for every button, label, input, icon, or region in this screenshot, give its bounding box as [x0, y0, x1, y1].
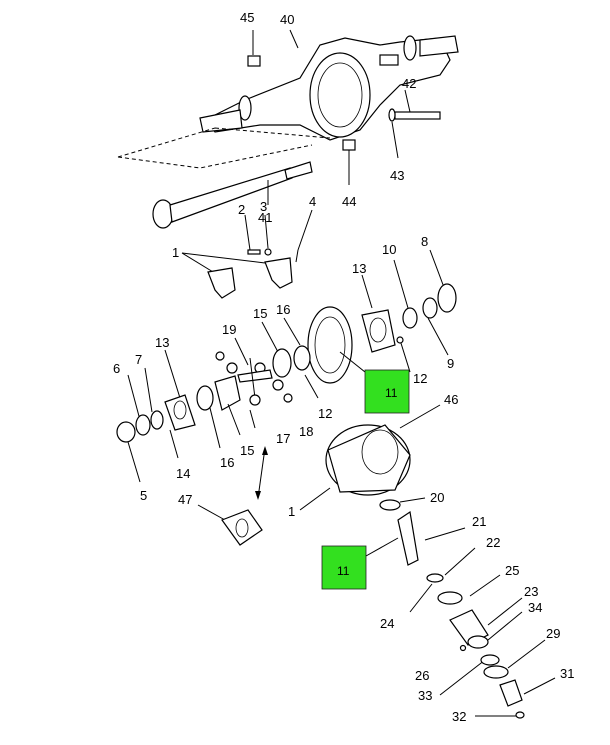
- callout-26: 26: [415, 668, 429, 683]
- axle-housing: [199, 35, 459, 141]
- right-bearing-group: [361, 249, 457, 373]
- pinion-stack: [379, 497, 556, 719]
- hotspot-pinion[interactable]: 11: [321, 545, 367, 590]
- carrier-case: [299, 404, 441, 511]
- callout-20: 20: [430, 490, 444, 505]
- callout-22: 22: [486, 535, 500, 550]
- callout-43: 43: [390, 168, 404, 183]
- callout-46: 46: [444, 392, 458, 407]
- callout-41: 41: [258, 210, 272, 225]
- diff-gears-upper: [215, 317, 319, 406]
- callout-33: 33: [418, 688, 432, 703]
- callout-1b: 1: [288, 504, 295, 519]
- hotspot-label: 11: [385, 386, 398, 400]
- callout-13a: 13: [352, 261, 366, 276]
- callout-15a: 15: [253, 306, 267, 321]
- callout-7: 7: [135, 352, 142, 367]
- part-3: [264, 248, 272, 256]
- callout-2: 2: [238, 202, 245, 217]
- callout-10: 10: [382, 242, 396, 257]
- callout-13b: 13: [155, 335, 169, 350]
- callout-12b: 12: [318, 406, 332, 421]
- hotspot-box[interactable]: [321, 545, 367, 590]
- callout-4: 4: [309, 194, 316, 209]
- callout-6: 6: [113, 361, 120, 376]
- callout-8: 8: [421, 234, 428, 249]
- callout-29: 29: [546, 626, 560, 641]
- callout-14: 14: [176, 466, 190, 481]
- callout-18: 18: [299, 424, 313, 439]
- callout-32: 32: [452, 709, 466, 724]
- left-bearing-group: [116, 349, 256, 459]
- callout-25: 25: [505, 563, 519, 578]
- dashed-outline: [117, 127, 331, 169]
- callout-16b: 16: [220, 455, 234, 470]
- callout-23: 23: [524, 584, 538, 599]
- callout-12a: 12: [413, 371, 427, 386]
- callout-3: 3: [260, 199, 267, 214]
- callout-21: 21: [472, 514, 486, 529]
- callout-47: 47: [178, 492, 192, 507]
- hotspot-label: 11: [337, 564, 350, 578]
- ring-gear: [307, 306, 366, 384]
- arrow-link: [255, 446, 268, 500]
- callout-1a: 1: [172, 245, 179, 260]
- part-44: [342, 139, 356, 185]
- callout-15b: 15: [240, 443, 254, 458]
- callout-31: 31: [560, 666, 574, 681]
- part-1-caps: [181, 252, 293, 299]
- part-42-bolt: [388, 89, 441, 159]
- callout-9: 9: [447, 356, 454, 371]
- callout-17: 17: [276, 431, 290, 446]
- axle-shaft: [152, 161, 313, 229]
- callout-16a: 16: [276, 302, 290, 317]
- part-47: [197, 504, 263, 546]
- part-45: [247, 30, 261, 67]
- callout-19: 19: [222, 322, 236, 337]
- hotspot-box[interactable]: [364, 369, 410, 414]
- callout-5: 5: [140, 488, 147, 503]
- hotspot-ring-gear[interactable]: 11: [364, 369, 410, 414]
- callout-45: 45: [240, 10, 254, 25]
- callout-40: 40: [280, 12, 294, 27]
- callout-42: 42: [402, 76, 416, 91]
- callout-34: 34: [528, 600, 542, 615]
- part-2: [247, 249, 261, 255]
- callout-44: 44: [342, 194, 356, 209]
- callout-24: 24: [380, 616, 394, 631]
